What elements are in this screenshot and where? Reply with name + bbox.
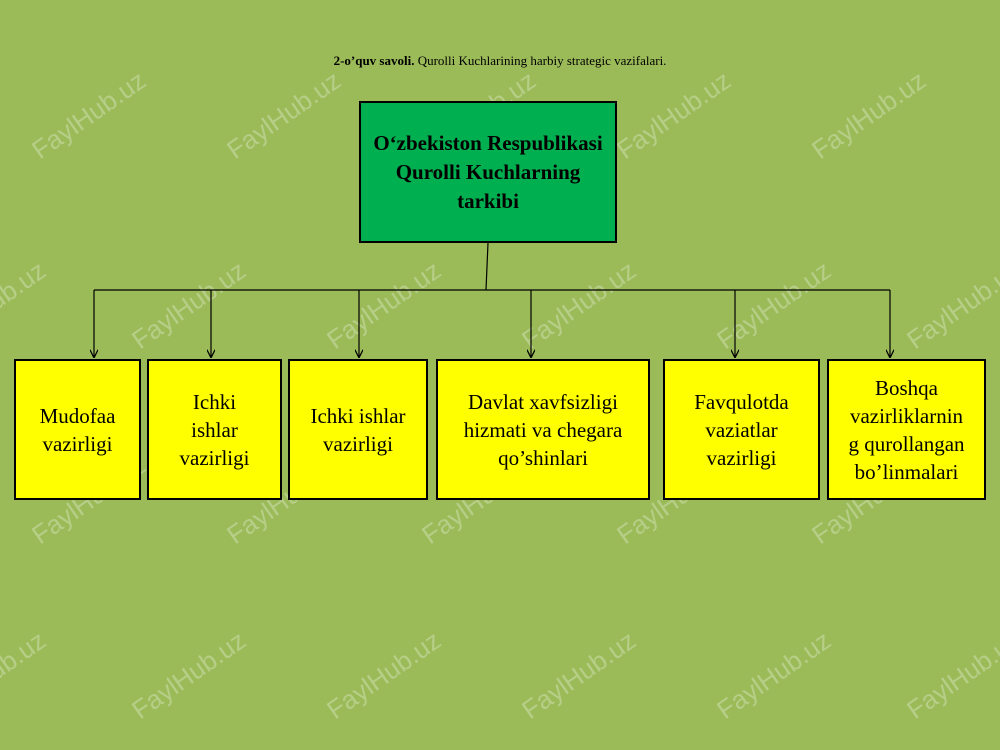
node-boshqa: Boshqa vazirliklarnin g qurollangan bo’l… (827, 359, 986, 500)
node-mudofaa: Mudofaa vazirligi (14, 359, 141, 500)
node-label: Ichki ishlar vazirligi (310, 403, 406, 456)
node-ichki-ishlar-1: Ichki ishlar vazirligi (147, 359, 282, 500)
node-label: Boshqa vazirliklarnin g qurollangan bo’l… (848, 375, 965, 484)
node-label: Favqulotda vaziatlar vazirligi (694, 389, 789, 470)
heading-text: Qurolli Kuchlarining harbiy strategic va… (414, 53, 667, 68)
node-davlat-xavfsizligi: Davlat xavfsizligi hizmati va chegara qo… (436, 359, 650, 500)
root-node-label: O‘zbekiston Respublikasi Qurolli Kuchlar… (373, 130, 603, 213)
node-label: Davlat xavfsizligi hizmati va chegara qo… (463, 389, 623, 470)
node-favqulotda: Favqulotda vaziatlar vazirligi (663, 359, 820, 500)
heading-bold: 2-o’quv savoli. (333, 53, 415, 68)
slide-heading: 2-o’quv savoli. Qurolli Kuchlarining har… (0, 53, 1000, 69)
node-label: Mudofaa vazirligi (39, 403, 116, 456)
root-stem-line (485, 242, 489, 291)
node-label: Ichki ishlar vazirligi (179, 389, 250, 470)
node-ichki-ishlar-2: Ichki ishlar vazirligi (288, 359, 428, 500)
root-node: O‘zbekiston Respublikasi Qurolli Kuchlar… (359, 101, 617, 243)
